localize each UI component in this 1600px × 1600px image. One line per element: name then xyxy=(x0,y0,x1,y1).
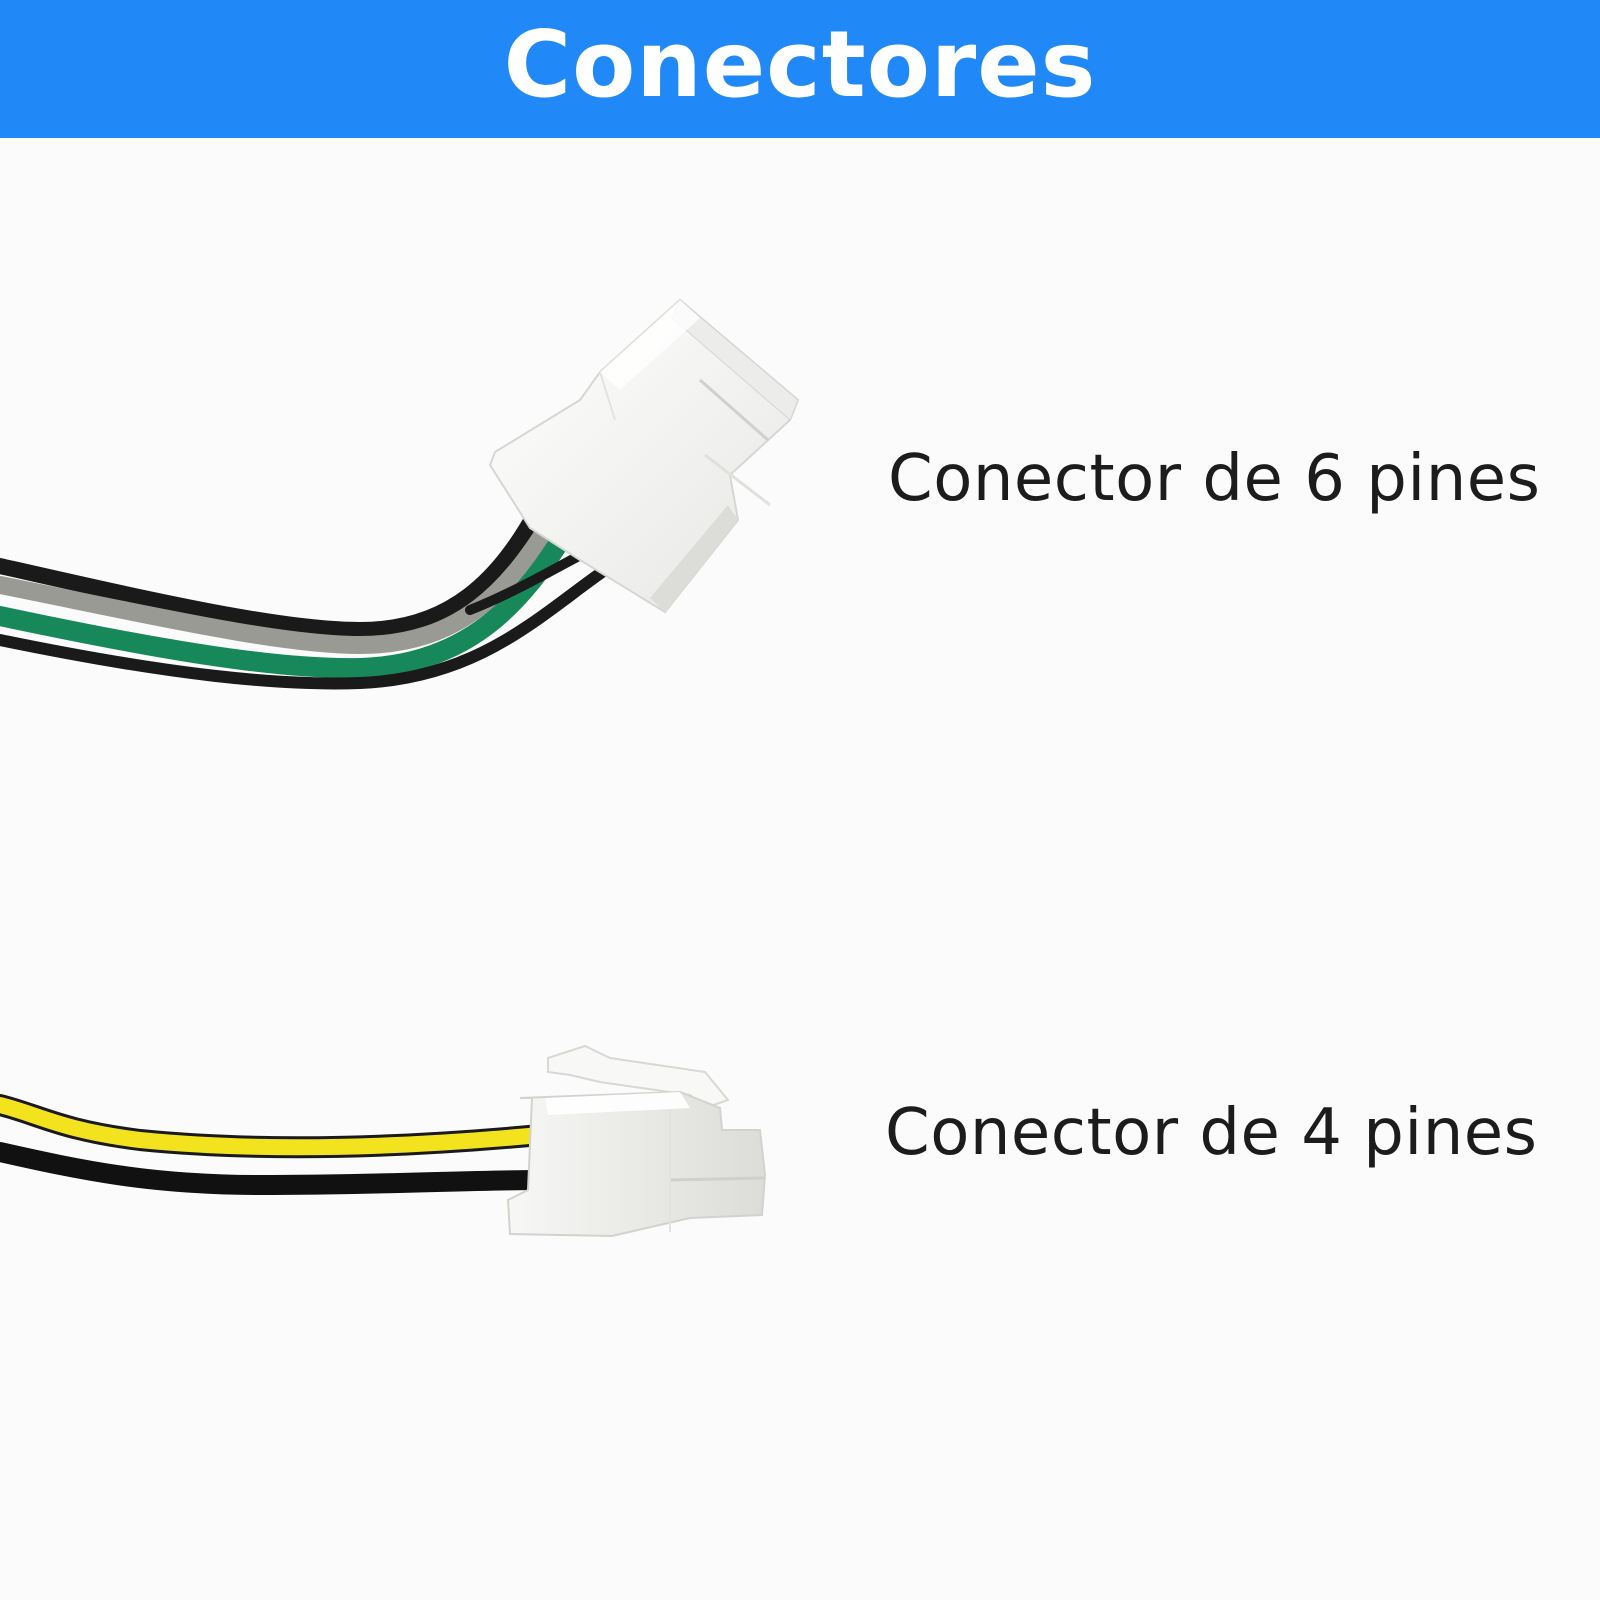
wire-gray xyxy=(0,506,564,655)
wire-green xyxy=(0,515,580,679)
six-pin-wires xyxy=(0,497,611,690)
header-banner: Conectores xyxy=(0,0,1600,138)
four-pin-connector-label: Conector de 4 pines xyxy=(885,1096,1538,1170)
wire-black xyxy=(0,1142,550,1196)
page-title: Conectores xyxy=(503,11,1097,118)
four-pin-wires xyxy=(0,1094,551,1196)
wire-black-bottom xyxy=(0,564,611,690)
four-pin-housing xyxy=(506,1044,767,1238)
six-pin-connector-label: Conector de 6 pines xyxy=(888,442,1541,516)
six-pin-housing xyxy=(488,298,800,614)
wire-black-top xyxy=(0,497,548,639)
